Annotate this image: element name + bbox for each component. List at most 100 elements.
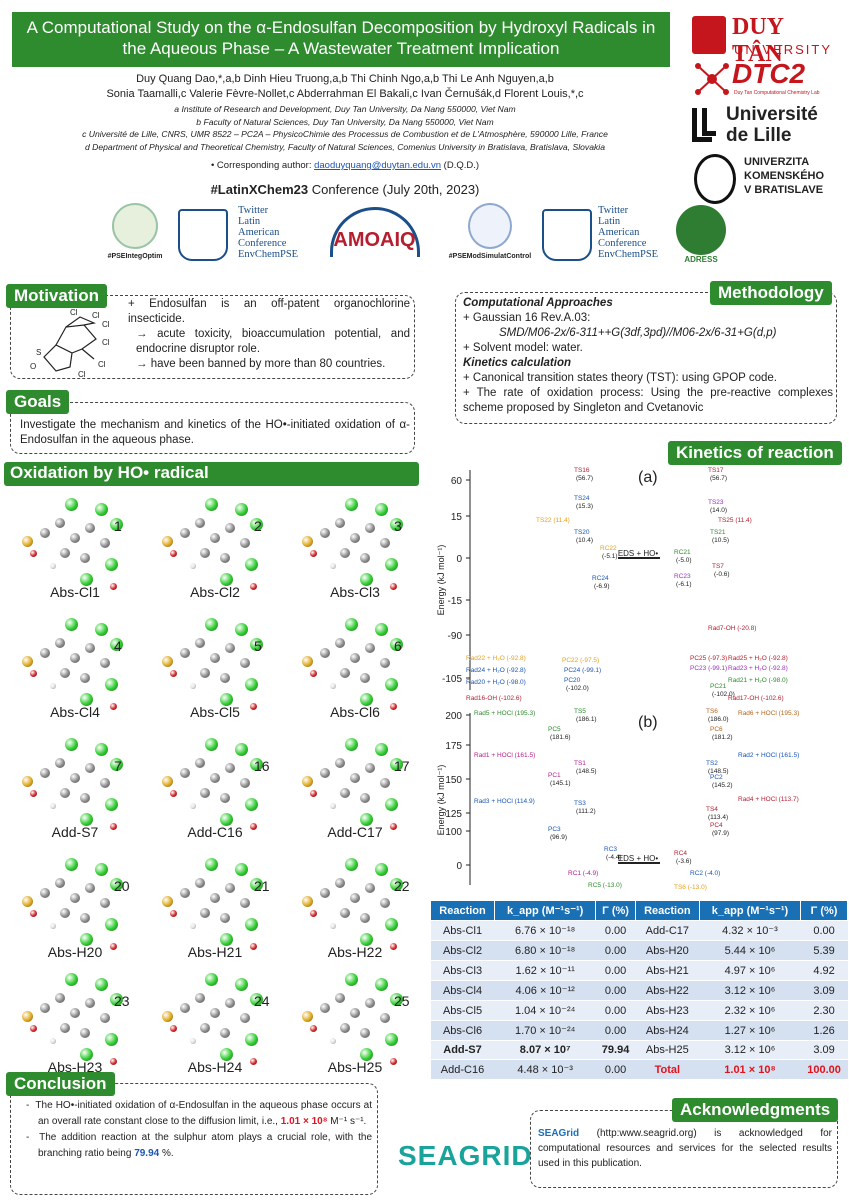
site-number: 16 [254,758,270,774]
table-cell: 3.12 × 10⁶ [699,1040,801,1060]
atom-sphere [360,673,370,683]
atom-sphere [302,896,313,907]
atom-sphere [330,923,336,929]
atom-cl-label-1: Cl [70,308,78,317]
lab-flask-icon [178,209,228,261]
authors-line-2: Sonia Taamalli,c Valerie Fèvre-Nollet,c … [106,88,584,100]
molecule-label: Abs-H21 [187,944,243,960]
twitter-conf-logo-1: Twitter Latin American Conference EnvChe… [176,203,306,265]
level-label-a: RC22 [600,545,617,552]
table-header: Γ (%) [800,900,848,921]
affiliation-c: c Université de Lille, CNRS, UMR 8522 – … [82,129,608,140]
corr-email-link[interactable]: daoduyquang@duytan.edu.vn [314,160,442,171]
atom-sphere [345,738,358,751]
table-cell: Abs-H20 [635,940,700,961]
authors: Duy Quang Dao,*,a,b Dinh Hieu Truong,a,b… [20,72,670,102]
atom-sphere [350,773,360,783]
level-label-b: RC2 (-4.0) [690,870,720,877]
atom-sphere [80,573,93,586]
site-number: 17 [394,758,410,774]
atom-sphere [375,743,388,756]
atom-sphere [390,878,403,891]
atom-sphere [390,758,403,771]
site-number: 23 [114,993,130,1009]
atom-sphere [22,776,33,787]
y-tick-label: 200 [445,711,462,722]
atom-sphere [205,738,218,751]
atom-sphere [85,883,95,893]
goals-text: Investigate the mechanism and kinetics o… [20,419,410,446]
table-cell: Add-C17 [635,920,700,941]
level-value-a: (-0.6) [714,571,730,578]
atom-sphere [250,758,263,771]
atom-sphere [235,503,248,516]
atom-sphere [22,536,33,547]
table-cell: 3.09 [800,980,848,1001]
atom-sphere [50,563,56,569]
twitter-conf-2-l4: Conference [598,238,647,249]
atom-sphere [195,638,205,648]
atom-sphere [340,548,350,558]
atom-sphere [245,678,258,691]
conclusion-rate: 1.01 × 10⁸ [280,1116,328,1127]
level-label-a: PC20 [564,677,581,684]
atom-sphere [365,883,375,893]
atom-sphere [320,528,330,538]
corresponding-author: • Corresponding author: daoduyquang@duyt… [20,160,670,171]
table-cell: Abs-Cl1 [430,920,495,941]
twitter-conf-1-l5: EnvChemPSE [238,249,299,260]
molecule-label: Abs-H22 [327,944,383,960]
level-label-b: Rad6 + HOCl (195.3) [738,710,799,717]
atom-sphere [60,908,70,918]
atom-sphere [200,1023,210,1033]
level-label-a: TS24 [574,495,590,502]
molecule-label: Abs-Cl4 [50,704,100,720]
dtc2-sub: Duy Tan Computational Chemistry Lab [734,90,820,96]
atom-sphere [235,623,248,636]
motivation-heading: Motivation [6,284,107,308]
level-label-a: RC23 [674,573,691,580]
atom-sphere [225,643,235,653]
atom-sphere [205,618,218,631]
corr-prefix: • Corresponding author: [210,160,312,171]
dtc2-logo: DTC2 Duy Tan Computational Chemistry Lab [692,58,837,100]
level-value-a: (10.4) [576,537,593,544]
level-label-b: PC3 [548,826,561,833]
atom-sphere [385,678,398,691]
atom-cl-label-2: Cl [92,311,100,320]
level-value-b: (-4.4) [606,854,622,861]
level-label-a: PC23 (-99.1) [690,665,727,672]
oxidation-heading-bar [4,462,419,486]
atom-sphere [80,1028,90,1038]
table-cell: Abs-H22 [635,980,700,1001]
atom-sphere [55,878,65,888]
atom-sphere [302,1011,313,1022]
atom-sphere [180,528,190,538]
atom-sphere [220,813,233,826]
atom-sphere [335,638,345,648]
ack-seagrid: SEAGrid [538,1128,580,1139]
atom-sphere [100,898,110,908]
level-label-b: RC3 [604,846,617,853]
atom-sphere [220,1028,230,1038]
level-label-b: TS3 [574,800,586,807]
atom-sphere [220,1048,233,1061]
atom-sphere [235,978,248,991]
y-tick-label: 60 [451,476,463,487]
atom-sphere [335,758,345,768]
table-cell: 1.70 × 10⁻²⁴ [494,1020,596,1041]
level-value-b: (181.2) [712,734,733,741]
pse-modsim-label: #PSEModSimulatControl [448,253,532,260]
site-number: 3 [394,518,402,534]
molecule-label: Abs-Cl2 [190,584,240,600]
molecule-label: Abs-H23 [47,1059,103,1075]
atom-sphere [80,933,93,946]
atom-sphere [80,693,93,706]
level-label-b: PC2 [710,774,723,781]
level-label-b: PC4 [710,822,723,829]
atom-sphere [60,548,70,558]
